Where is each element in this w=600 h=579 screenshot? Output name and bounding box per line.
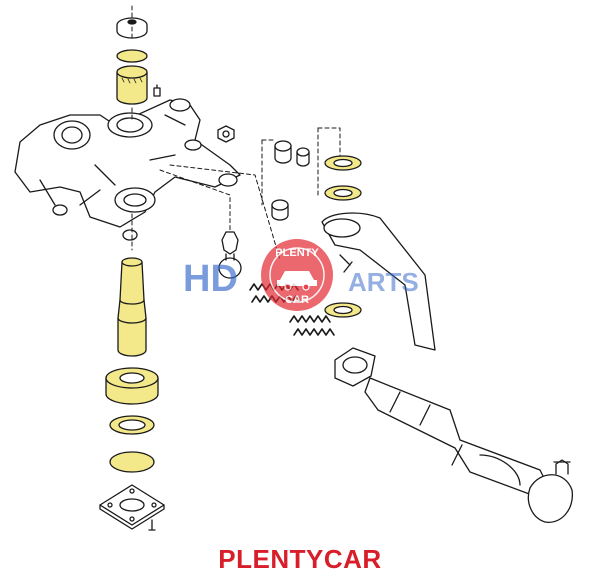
- dust-boot-lower: [289, 315, 335, 336]
- watermark-word-left: HD: [183, 258, 238, 300]
- tie-rod-end: [527, 459, 573, 523]
- arm-ring-lower: [324, 302, 362, 318]
- knuckle-nut: [217, 125, 235, 143]
- caption-brand: PLENTYCAR: [218, 544, 382, 574]
- watermark-badge-top: PLENTY: [275, 247, 319, 259]
- tie-rod-clamp: [334, 347, 376, 387]
- steering-arm: [321, 212, 436, 351]
- thrust-bearing: [105, 367, 159, 405]
- arm-ring-middle: [324, 185, 362, 201]
- arm-bushing-upper: [274, 140, 310, 167]
- lower-seal: [109, 451, 155, 473]
- watermark-word-right: ARTS: [348, 267, 419, 297]
- king-pin: [117, 257, 147, 357]
- arm-ring-upper: [324, 155, 362, 171]
- arm-bushing-lower: [271, 199, 289, 221]
- tie-rod: [364, 377, 549, 499]
- car-icon: [277, 271, 317, 291]
- top-shim: [116, 49, 148, 63]
- watermark: HD ARTS PLENTY CAR: [183, 239, 419, 311]
- upper-bushing: [116, 65, 148, 105]
- lower-shim: [109, 415, 155, 435]
- ball-joint-stud: [218, 231, 242, 279]
- bottom-cover: [99, 484, 165, 531]
- watermark-badge-bottom: CAR: [285, 294, 309, 306]
- grease-fitting: [153, 84, 161, 97]
- assembly-guide-lines: [131, 5, 341, 261]
